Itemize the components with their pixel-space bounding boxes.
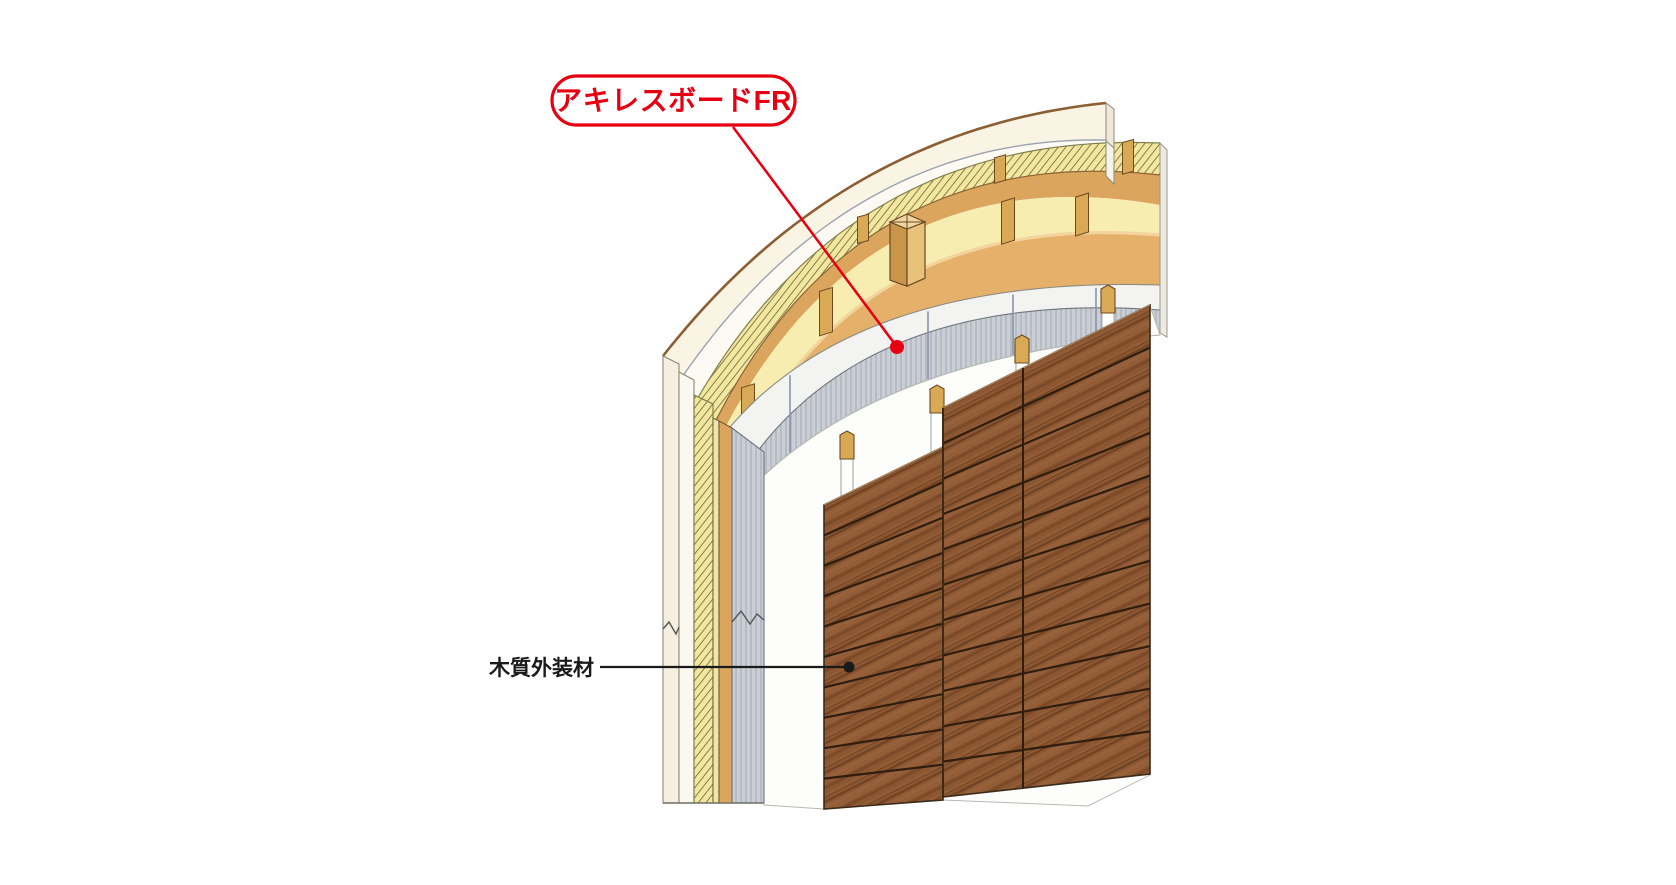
furring-strip-cap-2 — [1014, 334, 1030, 364]
wood-siding-panel-left-plank-line — [823, 587, 944, 628]
fr-board-top-surface — [730, 284, 1160, 452]
sheathing-top-edge-line — [679, 139, 1107, 381]
post-left-face — [889, 221, 908, 288]
fr-board-top-line — [729, 283, 1161, 428]
wood-siding-panel-right-plank-line — [942, 389, 1151, 480]
wood-siding-panel-left-top-highlight — [823, 446, 944, 506]
wood-exterior-callout: 木質外装材 — [488, 656, 855, 680]
break-line-gypsum — [662, 620, 680, 636]
break-line-fr-board — [731, 609, 765, 626]
wood-siding-panel-left-plank-line — [823, 622, 944, 659]
wood-siding-panel-left-plank-line — [823, 763, 944, 780]
wood-siding-panel-left-plank-line — [823, 551, 944, 598]
sheathing-panel-face — [680, 139, 1160, 403]
gypsum-board-face — [663, 103, 1106, 380]
rail-block-2 — [1122, 138, 1134, 175]
achilles-board-callout: アキレスボードFR — [550, 74, 904, 354]
gypsum-top-edge-line — [661, 101, 1107, 357]
wood-beam-band — [730, 232, 1160, 445]
red-leader-dot — [890, 340, 904, 354]
wood-siding-panel-right-plank-line — [942, 559, 1151, 622]
sheathing-right-end — [1105, 139, 1115, 186]
wall-stud-2 — [1001, 197, 1015, 245]
wood-siding-panel-right-plank-line — [942, 730, 1151, 763]
wood-exterior-label: 木質外装材 — [488, 656, 594, 680]
wood-siding-panel-left-plank-line — [823, 516, 944, 567]
wood-siding-panel-left — [823, 445, 944, 810]
wood-siding-panel-right-plank-line — [942, 474, 1151, 551]
wood-siding-panel-left-plank-line — [823, 657, 944, 689]
black-leader-dot — [843, 661, 855, 673]
sheathing-left-edge — [678, 371, 695, 804]
wood-siding-panel-right — [942, 303, 1151, 798]
wall-stud-3 — [1075, 192, 1089, 237]
wood-siding-panel-left-plank-line — [823, 481, 944, 537]
wood-siding-panel-left-plank-line — [823, 693, 944, 719]
furring-strip-cap-3 — [1100, 284, 1116, 314]
rail-block-1 — [994, 154, 1006, 184]
layers-right-end — [1159, 141, 1168, 338]
batt-board-left-edge — [712, 417, 720, 804]
glasswool-left-edge — [693, 394, 714, 804]
post-right-face — [906, 221, 926, 288]
red-leader-line — [731, 126, 899, 348]
wood-siding-panel-right-plank-line — [942, 346, 1151, 445]
insulation-batt-face-band — [715, 197, 1160, 448]
gypsum-left-edge — [662, 355, 680, 804]
furring-strip-cap-1 — [929, 384, 945, 414]
wood-siding-panel-right-top-highlight — [942, 304, 1151, 409]
rail-block-0 — [857, 213, 869, 245]
wood-siding-panel-right-plank-line — [942, 645, 1151, 692]
wood-siding-panel-right-plank-line — [942, 602, 1151, 657]
wood-siding-panel-left-plank-line — [823, 728, 944, 750]
achilles-board-label: アキレスボードFR — [554, 85, 792, 116]
wall-stud-1 — [819, 286, 833, 337]
wood-rail-band — [712, 171, 1160, 448]
wood-siding-panel-right-plank-line — [942, 517, 1151, 586]
hatch-top-line — [694, 141, 1161, 404]
wood-siding-panel-right-plank-line — [942, 687, 1151, 728]
wood-layer-left-edge — [718, 420, 733, 804]
wood-siding-panels — [823, 303, 1151, 810]
wood-siding-panel-right-plank-line — [942, 431, 1151, 516]
callout-pill-border — [550, 74, 797, 127]
furring-strip-cap-0 — [839, 430, 855, 460]
fr-gray-top-line — [756, 307, 1161, 453]
